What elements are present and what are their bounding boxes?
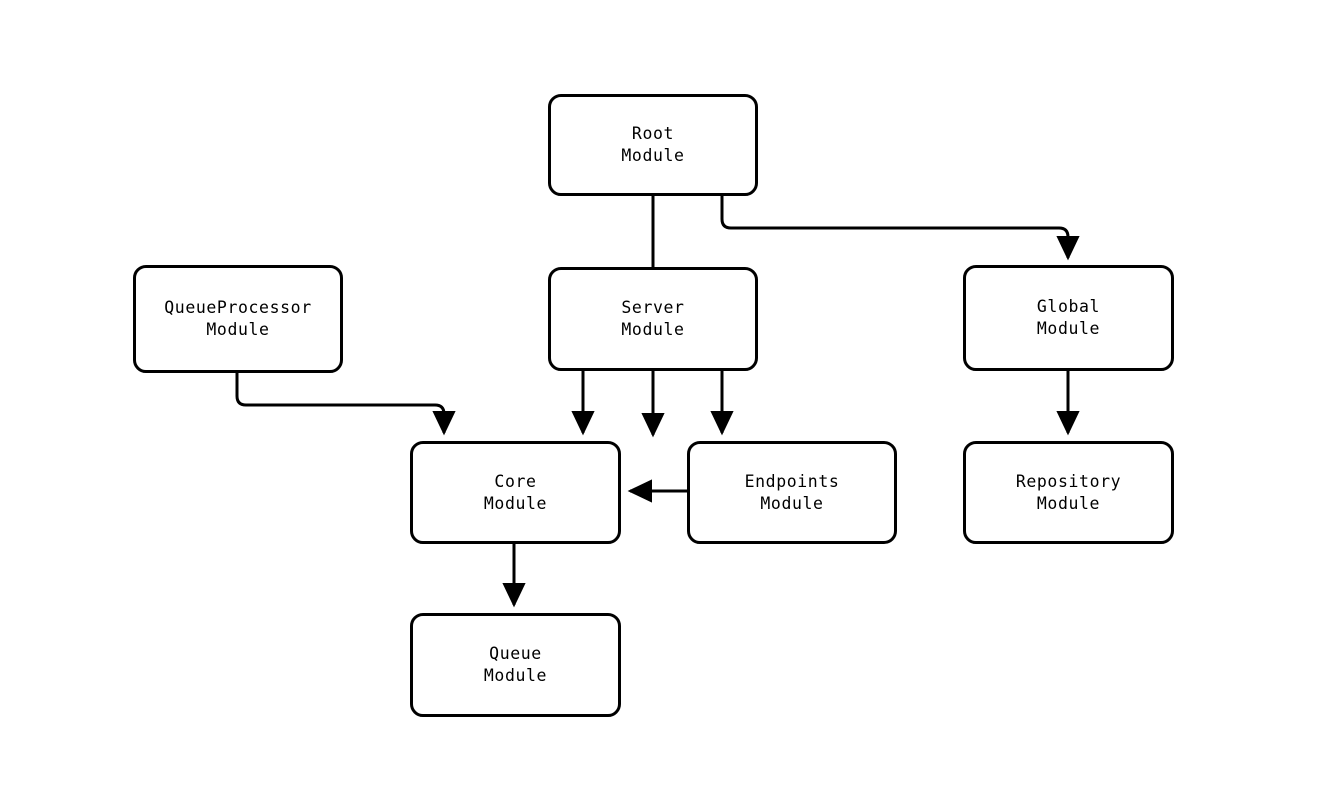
node-repository-module[interactable]: Repository Module <box>963 441 1174 544</box>
node-queue-module-line1: Queue <box>489 644 542 663</box>
node-core-module-line1: Core <box>494 471 537 491</box>
edge-queueprocessor-to-core <box>235 373 456 436</box>
node-endpoints-module[interactable]: Endpoints Module <box>687 441 897 544</box>
node-endpoints-module-line1: Endpoints <box>744 471 840 491</box>
node-queueprocessor-module-line2: Module <box>206 320 270 339</box>
node-queueprocessor-module-line1: QueueProcessor <box>164 298 312 317</box>
node-server-module-line1: Server <box>621 298 685 317</box>
node-repository-module-line1: Repository <box>1015 471 1122 491</box>
node-core-module-line2: Module <box>483 493 548 513</box>
node-core-module[interactable]: Core Module <box>410 441 621 544</box>
node-root-module-line2: Module <box>621 146 685 165</box>
node-queue-module[interactable]: Queue Module <box>410 613 621 717</box>
node-global-module[interactable]: Global Module <box>963 265 1174 371</box>
node-server-module-line2: Module <box>621 320 685 339</box>
node-root-module[interactable]: Root Module <box>548 94 758 196</box>
node-global-module-line2: Module <box>1036 319 1101 338</box>
node-server-module[interactable]: Server Module <box>548 267 758 371</box>
node-queue-module-line2: Module <box>483 666 548 685</box>
node-repository-module-line2: Module <box>1036 493 1101 513</box>
edge-root-to-global <box>720 196 1080 261</box>
node-root-module-line1: Root <box>631 124 675 143</box>
node-endpoints-module-line2: Module <box>760 493 824 513</box>
node-global-module-line1: Global <box>1036 297 1101 316</box>
node-queueprocessor-module[interactable]: QueueProcessor Module <box>133 265 343 373</box>
